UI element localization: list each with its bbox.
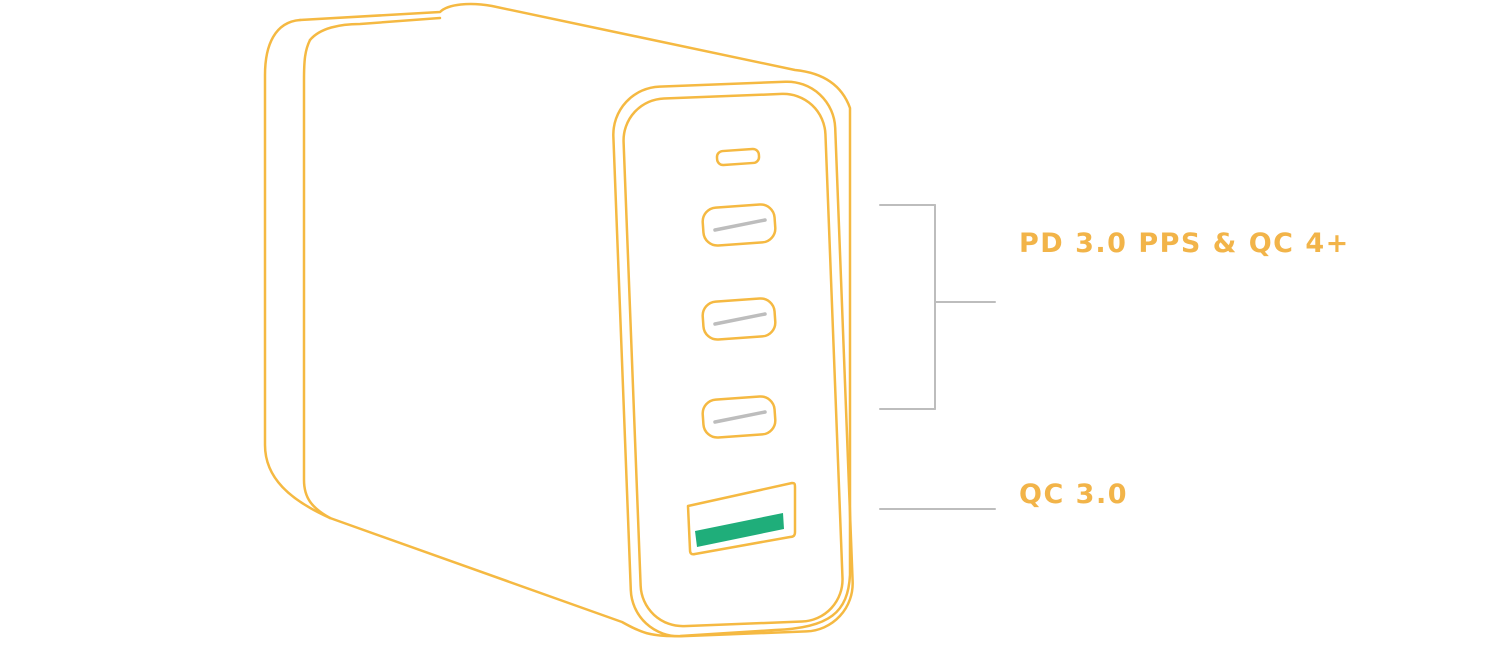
led-indicator-icon [715,147,761,167]
callout-label-pd: PD 3.0 PPS & QC 4+ [1019,228,1350,259]
charger-side-panel [298,2,852,638]
charger-front-face-outer [612,80,854,638]
usb-a-port-icon [686,481,797,556]
charger-rear-plate [263,18,332,520]
usb-c-port-icon [701,297,777,341]
usb-c-port-icon [701,203,777,247]
charger-top-edge [308,16,442,42]
charger-side-panel-rim [302,38,332,520]
callout-bracket-pd [879,204,996,410]
charger-front-face-inner [622,92,844,628]
callout-label-qc3: QC 3.0 [1019,479,1128,510]
usb-c-port-icon [701,395,777,439]
